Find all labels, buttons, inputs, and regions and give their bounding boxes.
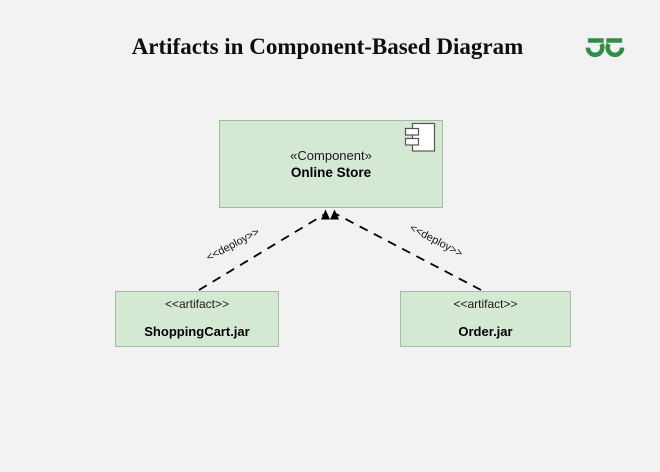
artifact-name: ShoppingCart.jar (144, 324, 250, 339)
artifact-node-order: <<artifact>> Order.jar (400, 291, 571, 347)
page-title: Artifacts in Component-Based Diagram (131, 34, 524, 59)
component-name: Online Store (290, 164, 372, 180)
artifact-stereotype: <<artifact>> (164, 297, 230, 311)
component-icon (404, 122, 436, 152)
deploy-label-right: <<deploy>> (407, 222, 465, 260)
artifact-node-shoppingcart: <<artifact>> ShoppingCart.jar (115, 291, 279, 347)
component-node-online-store: «Component» Online Store (219, 120, 443, 208)
arrowhead-left-icon (321, 209, 330, 220)
component-stereotype: «Component» (290, 147, 372, 163)
artifact-stereotype: <<artifact>> (453, 297, 518, 311)
arrowhead-right-icon (330, 209, 339, 220)
geeksforgeeks-logo (585, 38, 625, 58)
artifact-name: Order.jar (458, 324, 513, 339)
deploy-label-left: <<deploy>> (204, 226, 262, 264)
